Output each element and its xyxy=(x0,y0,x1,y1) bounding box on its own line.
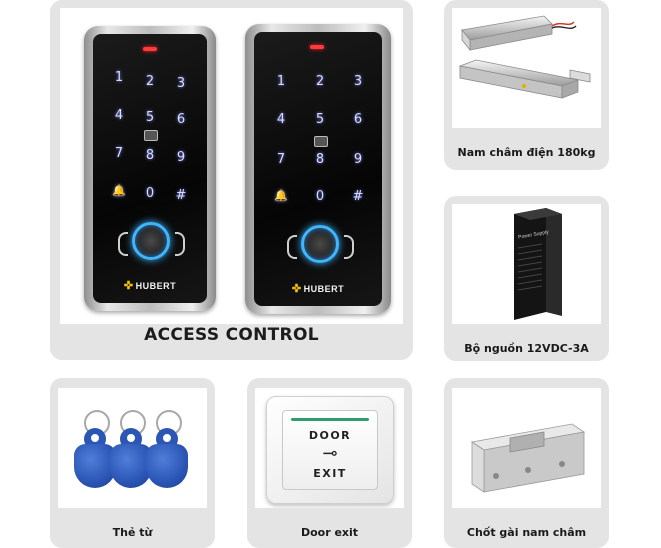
key-5: 5 xyxy=(145,110,155,125)
door-exit-photo: DOOR ⊸ EXIT xyxy=(255,388,404,508)
product-caption: Nam châm điện 180kg xyxy=(457,146,596,159)
product-caption: Thẻ từ xyxy=(112,526,153,539)
key-hash: # xyxy=(175,188,187,203)
brand-mark-icon: ✜ xyxy=(291,283,302,295)
door-exit-plate: DOOR ⊸ EXIT xyxy=(266,396,394,504)
key-6: 6 xyxy=(176,112,186,127)
brand-name: HUBERT xyxy=(135,281,177,291)
keypad-device-right: 1 2 3 4 5 6 7 8 9 🔔 0 # ✜HUBERT xyxy=(245,24,391,314)
brand-logo: ✜HUBERT xyxy=(254,282,382,295)
key-9: 9 xyxy=(353,152,363,167)
door-label: DOOR xyxy=(308,429,352,442)
access-control-photo: 1 2 3 4 5 6 7 8 9 🔔 0 # ✜HUBERT xyxy=(60,8,403,324)
key-0: 0 xyxy=(315,189,325,204)
key-2: 2 xyxy=(145,74,155,89)
rfid-tag-hole xyxy=(127,434,135,442)
product-card-door-exit: DOOR ⊸ EXIT Door exit xyxy=(247,378,412,548)
key-8: 8 xyxy=(315,152,325,167)
key-1: 1 xyxy=(114,70,124,85)
key-3: 3 xyxy=(176,76,186,91)
fingerprint-sensor-icon xyxy=(132,222,170,260)
key-5: 5 xyxy=(315,112,325,127)
fingerprint-bracket-left xyxy=(118,232,128,256)
key-1: 1 xyxy=(276,74,286,89)
magnetic-lock-image xyxy=(458,15,591,99)
brand-logo: ✜HUBERT xyxy=(93,279,207,292)
rfid-tag-hole xyxy=(163,434,171,442)
keypad-face: 1 2 3 4 5 6 7 8 9 🔔 0 # ✜HUBERT xyxy=(93,34,207,303)
lock-bracket-image xyxy=(470,423,586,493)
key-icon: ⊸ xyxy=(322,443,338,463)
fingerprint-bracket-left xyxy=(287,235,297,259)
rfid-tag-icon xyxy=(110,444,152,488)
bell-icon: 🔔 xyxy=(112,184,126,197)
ir-sensor-icon xyxy=(310,45,324,49)
card-reader-icon xyxy=(144,130,158,141)
fingerprint-bracket-right xyxy=(175,232,185,256)
brand-name: HUBERT xyxy=(303,284,345,294)
key-4: 4 xyxy=(276,112,286,127)
door-exit-push-button: DOOR ⊸ EXIT xyxy=(282,410,378,490)
ir-sensor-icon xyxy=(143,47,157,51)
product-caption: Chốt gài nam châm xyxy=(466,526,587,539)
fingerprint-sensor-icon xyxy=(301,225,339,263)
keypad-device-left: 1 2 3 4 5 6 7 8 9 🔔 0 # ✜HUBERT xyxy=(84,26,216,311)
fingerprint-bracket-right xyxy=(344,235,354,259)
rfid-tag-hole xyxy=(91,434,99,442)
key-2: 2 xyxy=(315,74,325,89)
product-card-lock-bracket: Chốt gài nam châm xyxy=(444,378,609,548)
lock-bracket-photo xyxy=(452,388,601,508)
product-card-rfid-tags: Thẻ từ xyxy=(50,378,215,548)
product-card-magnetic-lock: Nam châm điện 180kg xyxy=(444,0,609,170)
key-9: 9 xyxy=(176,150,186,165)
key-8: 8 xyxy=(145,148,155,163)
key-0: 0 xyxy=(145,186,155,201)
key-hash: # xyxy=(352,189,364,204)
rfid-tag-icon xyxy=(74,444,116,488)
key-7: 7 xyxy=(114,146,124,161)
brand-mark-icon: ✜ xyxy=(123,280,134,292)
product-caption: Bộ nguồn 12VDC-3A xyxy=(464,342,589,355)
access-control-title: ACCESS CONTROL xyxy=(144,325,319,345)
product-card-power-supply: Power Supply Bộ nguồn 12VDC-3A xyxy=(444,196,609,361)
card-reader-icon xyxy=(314,136,328,147)
magnetic-lock-photo xyxy=(452,8,601,128)
key-6: 6 xyxy=(353,112,363,127)
rfid-tags-photo xyxy=(58,388,207,508)
exit-label: EXIT xyxy=(313,467,347,480)
power-supply-image xyxy=(514,208,562,320)
key-7: 7 xyxy=(276,152,286,167)
power-supply-photo: Power Supply xyxy=(452,204,601,324)
key-4: 4 xyxy=(114,108,124,123)
door-exit-indicator xyxy=(291,418,369,421)
product-caption: Door exit xyxy=(300,526,359,539)
bell-icon: 🔔 xyxy=(274,189,288,202)
rfid-tag-icon xyxy=(146,444,188,488)
access-control-card: 1 2 3 4 5 6 7 8 9 🔔 0 # ✜HUBERT xyxy=(50,0,413,360)
key-3: 3 xyxy=(353,74,363,89)
keypad-face: 1 2 3 4 5 6 7 8 9 🔔 0 # ✜HUBERT xyxy=(254,32,382,306)
